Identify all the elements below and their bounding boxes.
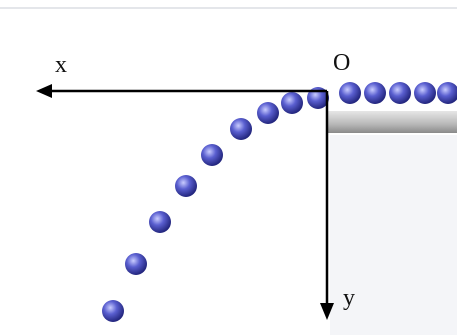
ball-in-flight xyxy=(230,118,252,140)
ball-in-flight xyxy=(125,253,147,275)
ball-positions xyxy=(102,82,457,322)
ball-on-table xyxy=(389,82,411,104)
table-side-tint xyxy=(330,135,457,335)
ball-in-flight xyxy=(201,144,223,166)
table-ledge xyxy=(328,111,457,133)
x-axis-arrowhead xyxy=(36,84,52,98)
x-axis-label: x xyxy=(55,52,67,78)
ball-in-flight xyxy=(102,300,124,322)
ball-in-flight xyxy=(257,102,279,124)
origin-label: O xyxy=(333,50,350,76)
y-axis-label: y xyxy=(343,285,355,311)
ball-in-flight xyxy=(281,92,303,114)
ball-in-flight xyxy=(175,175,197,197)
ball-in-flight xyxy=(149,211,171,233)
ball-in-flight xyxy=(307,87,329,109)
ball-on-table xyxy=(414,82,436,104)
ball-on-table xyxy=(339,82,361,104)
ball-on-table xyxy=(437,82,457,104)
ball-on-table xyxy=(364,82,386,104)
y-axis-arrowhead xyxy=(320,303,334,320)
coordinate-axes xyxy=(36,84,334,320)
